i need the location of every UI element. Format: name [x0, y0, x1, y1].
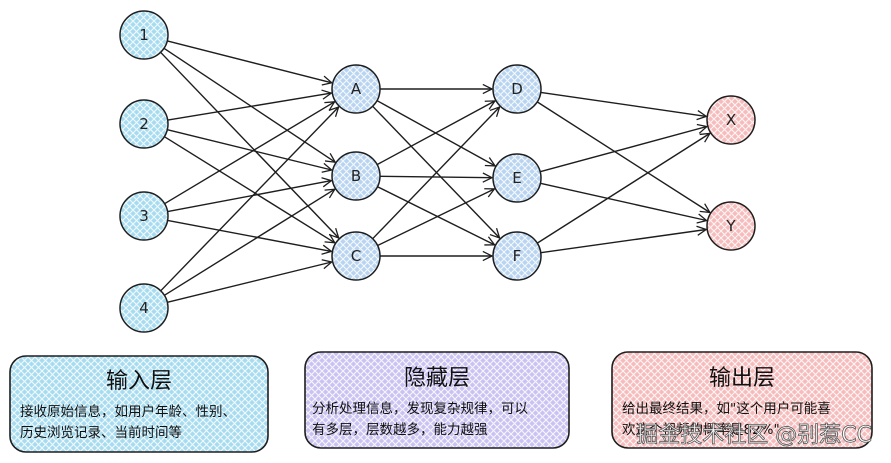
- edge-e-to-x: [540, 127, 707, 173]
- hidden-layer-title: 隐藏层: [404, 366, 470, 391]
- hidden-layer-desc-line-2: 有多层，层数越多，能力越强: [312, 421, 488, 438]
- edge-c-to-d: [372, 107, 500, 240]
- hidden-layer-desc-line-1: 分析处理信息，发现复杂规律，可以: [312, 400, 528, 417]
- node-1-outline: [119, 10, 169, 60]
- hidden-layer-box: 隐藏层 分析处理信息，发现复杂规律，可以 有多层，层数越多，能力越强: [304, 351, 570, 449]
- node-b-label: B: [351, 167, 361, 185]
- edge-1-to-a: [167, 40, 331, 83]
- edge-e-to-y: [540, 182, 706, 220]
- input-layer-desc-line-1: 接收原始信息，如用户年龄、性别、: [20, 403, 236, 420]
- connections: [160, 40, 710, 303]
- input-box-frame: [9, 355, 269, 453]
- edge-f-to-y: [540, 230, 706, 254]
- edge-b-to-f: [377, 186, 495, 245]
- node-4-outline: [119, 283, 169, 333]
- node-x-label: X: [726, 111, 736, 129]
- edge-b-to-d: [376, 101, 495, 166]
- node-2-label: 2: [139, 115, 149, 133]
- output-box-frame: [611, 351, 873, 449]
- node-d-outline: [492, 64, 542, 114]
- node-b: B: [331, 151, 381, 201]
- watermark: 掘金技术社区 @别惹CC: [636, 423, 872, 448]
- node-y: Y: [706, 201, 756, 251]
- node-b-outline: [331, 151, 381, 201]
- edge-c-to-e: [377, 189, 495, 247]
- edge-3-to-c: [167, 219, 332, 251]
- node-e: E: [492, 153, 542, 203]
- node-3-label: 3: [139, 207, 149, 225]
- input-layer-box: 输入层 接收原始信息，如用户年龄、性别、 历史浏览记录、当前时间等: [9, 355, 269, 453]
- output-layer-title: 输出层: [709, 366, 775, 391]
- edge-2-to-a: [167, 93, 332, 121]
- edge-d-to-x: [540, 91, 707, 116]
- node-2-outline: [119, 99, 169, 149]
- edge-4-to-b: [164, 189, 334, 296]
- node-c-outline: [331, 231, 381, 281]
- node-y-outline: [706, 201, 756, 251]
- edge-2-to-b: [167, 129, 331, 170]
- node-e-label: E: [512, 169, 521, 187]
- output-layer-desc-line-1: 给出最终结果，如"这个用户可能喜: [622, 400, 831, 417]
- node-y-label: Y: [725, 217, 736, 235]
- node-e-outline: [492, 153, 542, 203]
- edge-d-to-y: [536, 101, 710, 213]
- edge-f-to-x: [536, 133, 710, 244]
- node-1-label: 1: [139, 26, 149, 44]
- node-a-label: A: [351, 80, 362, 98]
- node-d-label: D: [511, 80, 523, 98]
- edge-b-to-e: [379, 176, 492, 177]
- node-2: 2: [119, 99, 169, 149]
- input-layer-title: 输入层: [106, 369, 172, 394]
- node-f-outline: [492, 231, 542, 281]
- node-3-outline: [119, 191, 169, 241]
- edge-2-to-c: [164, 136, 334, 243]
- node-f: F: [492, 231, 542, 281]
- node-f-label: F: [513, 247, 522, 265]
- edge-1-to-b: [163, 47, 335, 162]
- node-c: C: [331, 231, 381, 281]
- node-a: A: [331, 64, 381, 114]
- edge-3-to-b: [167, 181, 332, 213]
- node-c-label: C: [351, 247, 361, 265]
- edge-4-to-c: [167, 262, 331, 303]
- node-1: 1: [119, 10, 169, 60]
- node-a-outline: [331, 64, 381, 114]
- node-x: X: [706, 95, 756, 145]
- edge-3-to-a: [164, 102, 335, 205]
- edge-1-to-c: [160, 51, 339, 238]
- node-4: 4: [119, 283, 169, 333]
- node-4-label: 4: [139, 299, 149, 317]
- neurons: 1 2 3 4 A B C D E F X Y: [119, 10, 756, 333]
- edge-4-to-a: [160, 107, 339, 292]
- output-layer-desc-line-2: 欢这个视频的概率是82%": [622, 421, 780, 438]
- node-d: D: [492, 64, 542, 114]
- hidden-box-frame: [304, 351, 570, 449]
- node-x-outline: [706, 95, 756, 145]
- input-layer-desc-line-2: 历史浏览记录、当前时间等: [20, 424, 182, 441]
- node-3: 3: [119, 191, 169, 241]
- output-layer-box: 输出层 给出最终结果，如"这个用户可能喜 欢这个视频的概率是82%": [611, 351, 873, 449]
